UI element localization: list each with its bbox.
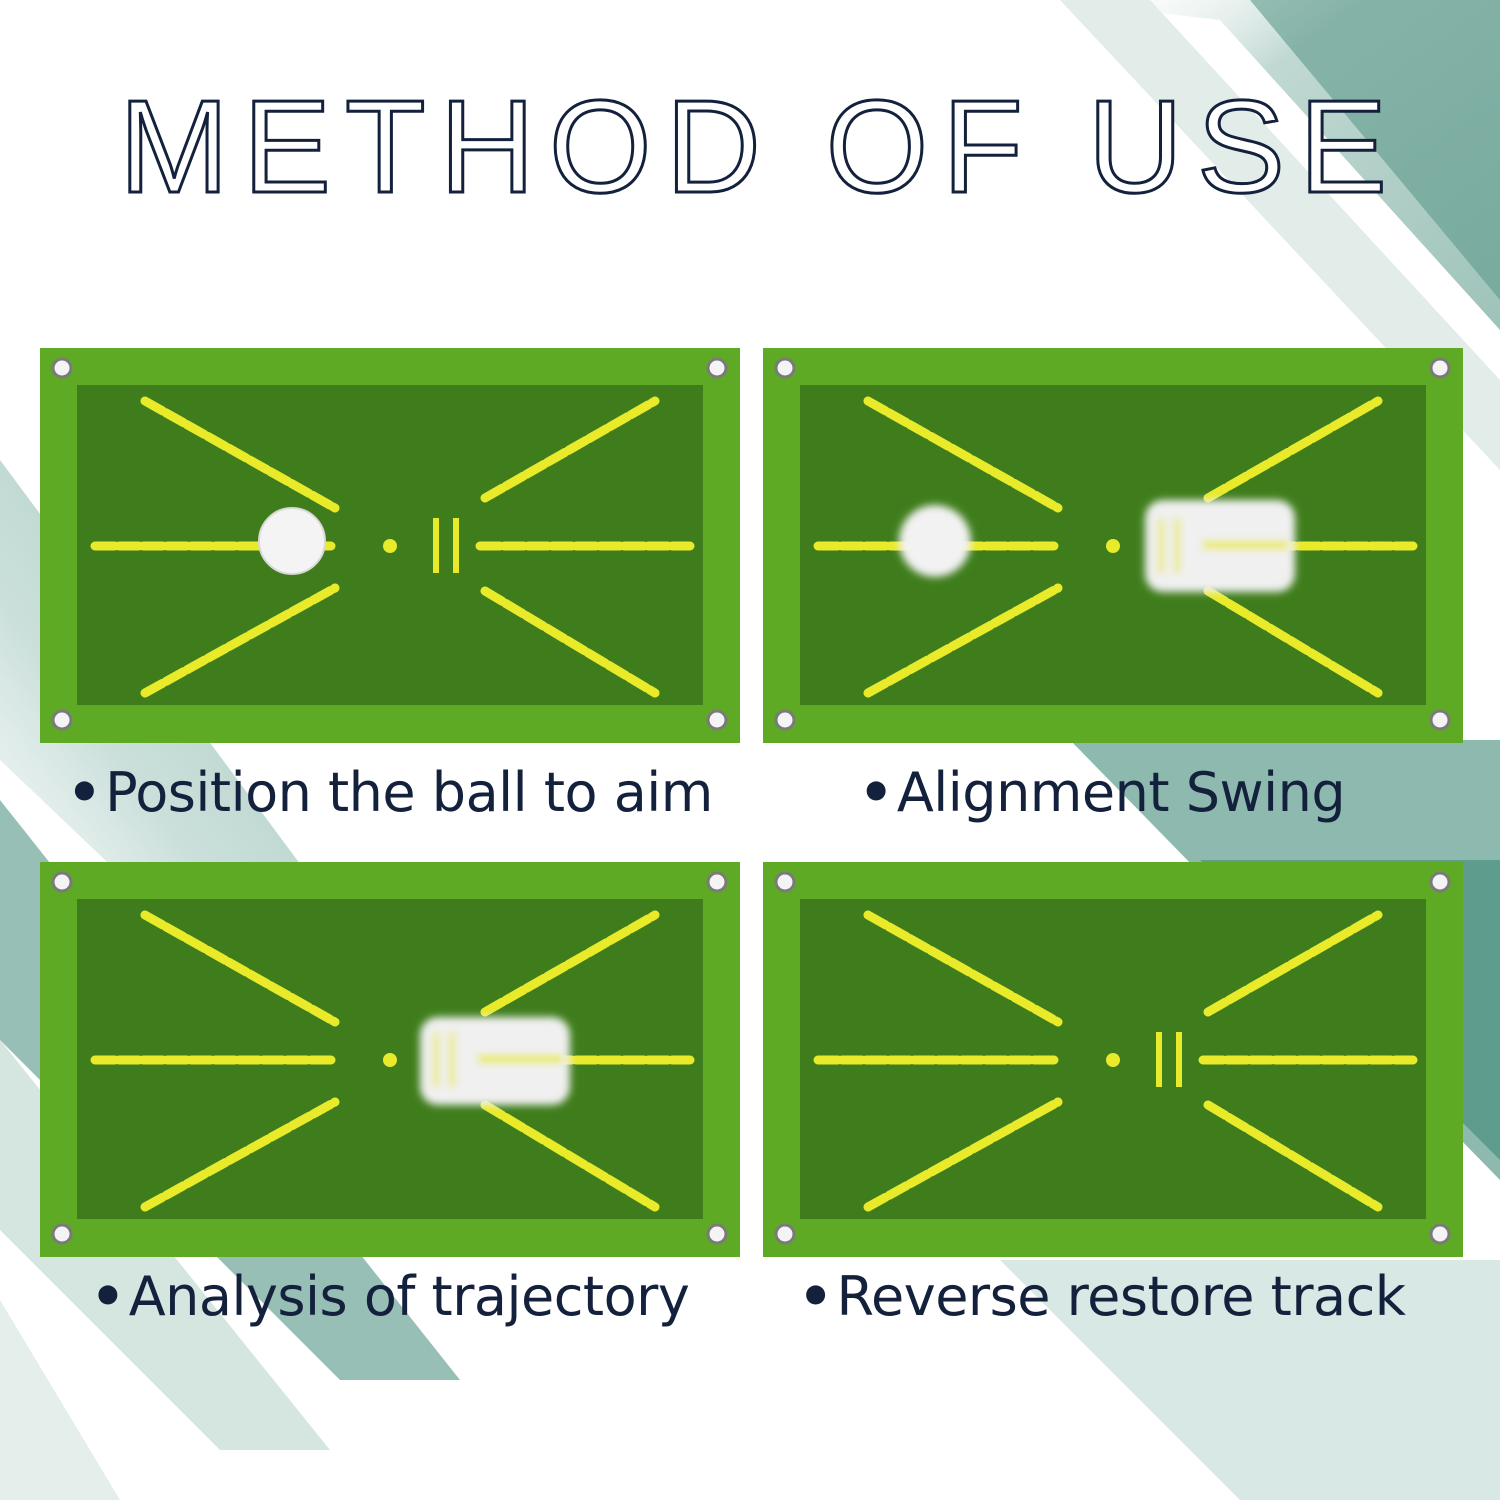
golf-mat-2 bbox=[763, 348, 1463, 743]
step-1-caption-text: Position the ball to aim bbox=[105, 760, 713, 824]
step-2-caption-text: Alignment Swing bbox=[896, 760, 1346, 824]
golf-mat-4 bbox=[763, 862, 1463, 1257]
step-4-caption-text: Reverse restore track bbox=[836, 1264, 1406, 1328]
club-head-icon bbox=[1145, 500, 1295, 592]
bullet: • bbox=[67, 760, 102, 824]
bullet: • bbox=[858, 760, 894, 824]
bullet: • bbox=[90, 1264, 126, 1328]
step-3-mat-image bbox=[40, 862, 740, 1257]
svg-text:METHOD OF USE: METHOD OF USE bbox=[119, 73, 1401, 220]
step-1-mat-image bbox=[40, 348, 740, 743]
grommet-icon bbox=[774, 357, 1451, 731]
club-head-icon bbox=[420, 1017, 570, 1105]
step-4-caption: •Reverse restore track bbox=[732, 1256, 1472, 1336]
golf-ball-icon bbox=[258, 507, 326, 575]
step-4-mat-image bbox=[763, 862, 1463, 1257]
grommet-icon bbox=[51, 871, 728, 1245]
page-title: METHOD OF USE bbox=[117, 72, 1401, 221]
golf-ball-icon bbox=[899, 505, 971, 577]
bullet: • bbox=[798, 1264, 833, 1328]
golf-mat-3 bbox=[40, 862, 740, 1257]
grommet-icon bbox=[51, 357, 728, 731]
step-2-caption: •Alignment Swing bbox=[732, 752, 1472, 832]
step-2-mat-image bbox=[763, 348, 1463, 743]
step-3-caption: •Analysis of trajectory bbox=[20, 1256, 760, 1336]
step-1-caption: •Position the ball to aim bbox=[20, 752, 760, 832]
golf-mat-1 bbox=[40, 348, 740, 743]
step-3-caption-text: Analysis of trajectory bbox=[128, 1264, 690, 1328]
grommet-icon bbox=[774, 871, 1451, 1245]
